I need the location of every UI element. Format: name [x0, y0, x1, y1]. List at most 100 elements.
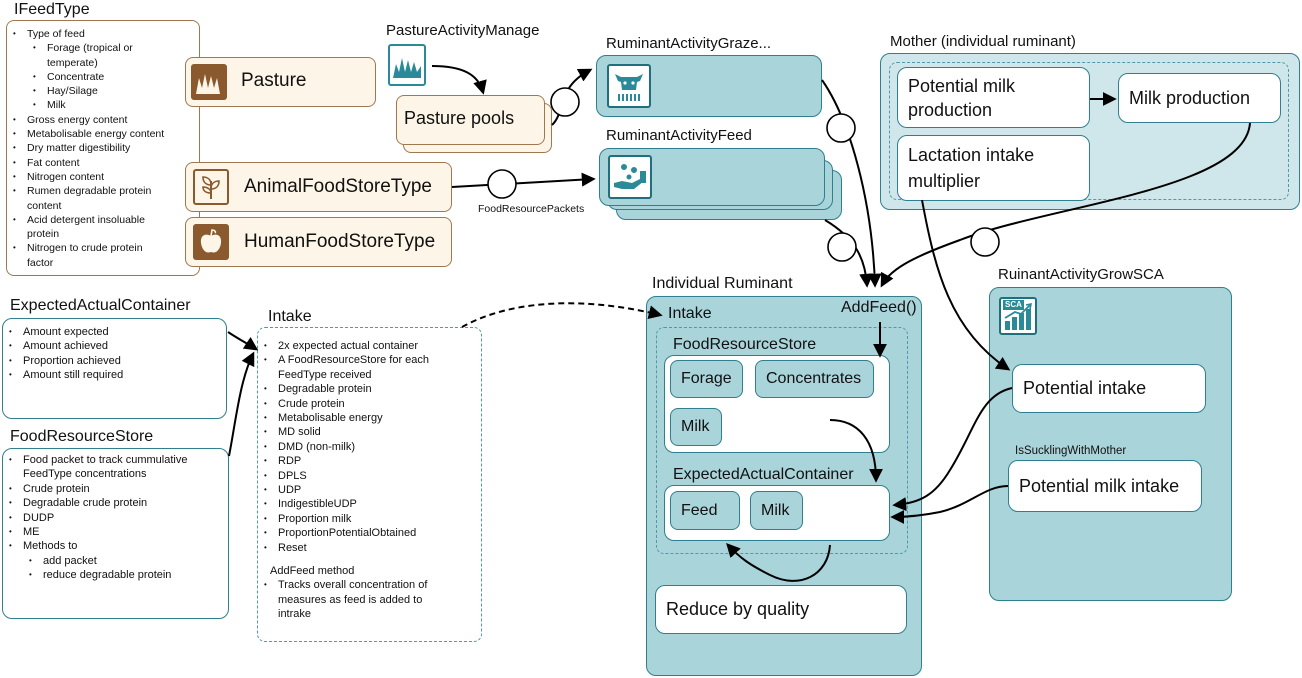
- arrow-eac-to-intake: [227, 331, 259, 351]
- arrow-potential-milk-intake-to-eac: [890, 485, 1009, 524]
- potential-intake-box: Potential intake: [1012, 364, 1206, 413]
- list-item: Milk: [7, 98, 199, 113]
- feeding-icon: [608, 155, 652, 199]
- arrow-intake-to-individual: [461, 302, 663, 328]
- pasture-pools-box: Pasture pools: [396, 95, 545, 145]
- port-circle-pools: [550, 87, 580, 117]
- frs-list: Food packet to track cummulativeFeedType…: [3, 453, 228, 583]
- forage-chip: Forage: [670, 360, 743, 398]
- mother-inner: [889, 62, 1289, 200]
- intake-panel: 2x expected actual containerA FoodResour…: [257, 327, 482, 642]
- list-item: Proportion milk: [258, 512, 481, 527]
- potential-milk-production-box: Potential milk production: [897, 67, 1090, 128]
- eac-list: Amount expectedAmount achievedProportion…: [3, 325, 226, 383]
- list-item: Nitrogen content: [7, 170, 199, 185]
- list-item: Proportion achieved: [3, 354, 226, 369]
- list-item: MD solid: [258, 425, 481, 440]
- list-item: content: [27, 199, 62, 212]
- pasture-box: Pasture: [185, 57, 376, 107]
- intake-method-title: AddFeed method: [270, 565, 355, 578]
- port-circle-animal-store: [487, 169, 517, 199]
- arrow-reduce-loop: [726, 542, 831, 582]
- milk-production-label: Milk production: [1129, 87, 1251, 108]
- pasture-pools-label: Pasture pools: [404, 108, 515, 128]
- list-item: DUDP: [3, 511, 228, 526]
- individual-title: Individual Ruminant: [652, 275, 793, 292]
- list-item: UDP: [258, 483, 481, 498]
- arrow-animal-store-to-feed: [451, 172, 596, 188]
- list-item: Amount still required: [3, 368, 226, 383]
- list-item: Food packet to track cummulative: [3, 453, 228, 468]
- port-circle-graze: [826, 113, 856, 143]
- intake-method-list: Tracks overall concentration ofmeasures …: [258, 578, 481, 621]
- list-item: Dry matter digestibility: [7, 141, 199, 156]
- list-item: Amount achieved: [3, 339, 226, 354]
- concentrates-label: Concentrates: [766, 370, 862, 387]
- list-item: Rumen degradable protein: [7, 184, 199, 199]
- graze-box: [596, 55, 822, 117]
- potential-intake-label: Potential intake: [1023, 378, 1147, 398]
- individual-intake-label: Intake: [668, 305, 712, 322]
- list-item: RDP: [258, 454, 481, 469]
- ir-eac-title: ExpectedActualContainer: [673, 466, 854, 483]
- list-item: protein: [27, 228, 60, 241]
- apple-icon: [193, 224, 229, 260]
- pasture-activity-title: PastureActivityManage: [386, 22, 540, 39]
- arrow-frs-to-eac: [829, 419, 883, 483]
- sca-icon-text: SCA: [1003, 300, 1024, 310]
- list-item: Metabolisable energy: [258, 411, 481, 426]
- concentrates-chip: Concentrates: [755, 360, 874, 398]
- graze-title: RuminantActivityGraze...: [606, 35, 772, 52]
- list-item: Acid detergent insoluable: [7, 213, 199, 228]
- potential-milk-production-label: Potential milk production: [908, 75, 1016, 120]
- mother-title: Mother (individual ruminant): [890, 33, 1076, 50]
- list-item: ProportionPotentialObtained: [258, 526, 481, 541]
- human-food-store-label: HumanFoodStoreType: [244, 231, 436, 252]
- milk-chip: Milk: [670, 408, 722, 446]
- list-item: ME: [3, 525, 228, 540]
- list-item: Hay/Silage: [7, 84, 199, 99]
- frs-title: FoodResourceStore: [10, 428, 154, 445]
- list-item: Fat content: [7, 156, 199, 171]
- list-item: IndigestibleUDP: [258, 497, 481, 512]
- animal-food-store-label: AnimalFoodStoreType: [244, 176, 432, 197]
- arrow-pasture-activity-to-pools: [431, 65, 487, 95]
- lactation-label: Lactation intake multiplier: [908, 145, 1035, 191]
- list-item: DPLS: [258, 469, 481, 484]
- eac-panel: Amount expectedAmount achievedProportion…: [2, 318, 227, 419]
- feed-title: RuminantActivityFeed: [606, 127, 752, 144]
- feed-label: Feed: [681, 501, 718, 519]
- ifeedtype-panel: Type of feedForage (tropical ortemperate…: [6, 20, 200, 276]
- list-item: measures as feed is added to: [278, 593, 423, 606]
- list-item: Concentrate: [7, 70, 199, 85]
- eac-title: ExpectedActualContainer: [10, 297, 191, 314]
- arrow-graze-to-addfeed: [821, 79, 882, 288]
- list-item: Degradable crude protein: [3, 496, 228, 511]
- grow-title: RuinantActivityGrowSCA: [998, 266, 1164, 283]
- list-item: Crude protein: [3, 482, 228, 497]
- forage-label: Forage: [681, 370, 732, 387]
- ir-frs-title: FoodResourceStore: [673, 336, 817, 353]
- ifeedtype-title: IFeedType: [14, 1, 90, 18]
- human-food-store-box: HumanFoodStoreType: [185, 217, 452, 267]
- list-item: Crude protein: [258, 397, 481, 412]
- intake-title: Intake: [268, 308, 312, 325]
- reduce-by-quality-box: Reduce by quality: [655, 585, 907, 634]
- reduce-by-quality-label: Reduce by quality: [666, 599, 810, 619]
- intake-list: 2x expected actual containerA FoodResour…: [258, 339, 481, 556]
- arrow-potential-intake-to-eac: [892, 387, 1013, 512]
- lactation-box: Lactation intake multiplier: [897, 135, 1090, 201]
- port-circle-milk-production: [970, 227, 1000, 257]
- list-item: temperate): [47, 56, 98, 69]
- frs-panel: Food packet to track cummulativeFeedType…: [2, 448, 229, 619]
- arrow-frs-to-intake: [228, 351, 255, 457]
- list-item: Gross energy content: [7, 113, 199, 128]
- list-item: Methods to: [3, 539, 228, 554]
- list-item: Forage (tropical or: [7, 41, 199, 56]
- grass-icon: [388, 44, 426, 86]
- feed-box: [599, 148, 825, 206]
- list-item: Tracks overall concentration of: [258, 578, 481, 593]
- list-item: A FoodResourceStore for each: [258, 353, 481, 368]
- arrow-lactation-to-potential-intake: [921, 199, 1011, 371]
